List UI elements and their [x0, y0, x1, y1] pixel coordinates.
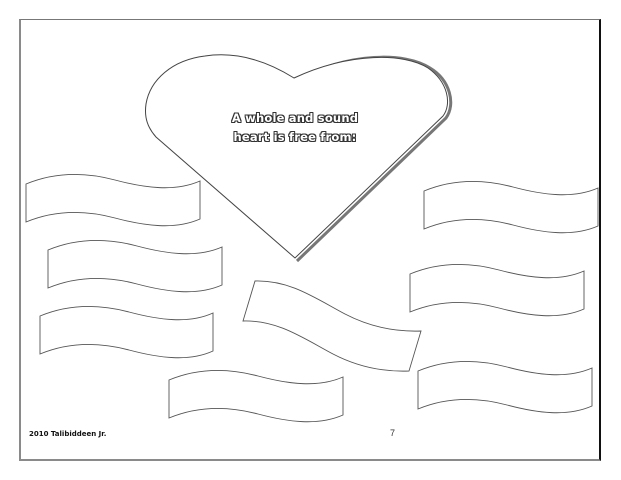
- banner-center-tilted[interactable]: [242, 280, 422, 372]
- heart-shape: [145, 54, 448, 259]
- banner-right-2[interactable]: [409, 264, 585, 317]
- page-number: 7: [390, 428, 396, 438]
- footer-credit: 2010 Talibiddeen Jr.: [29, 430, 107, 438]
- banner-left-3[interactable]: [39, 306, 214, 359]
- banner-bottom-middle[interactable]: [168, 370, 344, 423]
- banner-right-3[interactable]: [417, 361, 593, 414]
- heart-title-line-2: heart is free from:: [233, 130, 357, 144]
- banner-left-1[interactable]: [25, 174, 201, 227]
- heart-title-line-1: A whole and sound: [231, 111, 359, 125]
- banner-right-1[interactable]: [423, 181, 599, 234]
- banner-left-2[interactable]: [47, 240, 223, 293]
